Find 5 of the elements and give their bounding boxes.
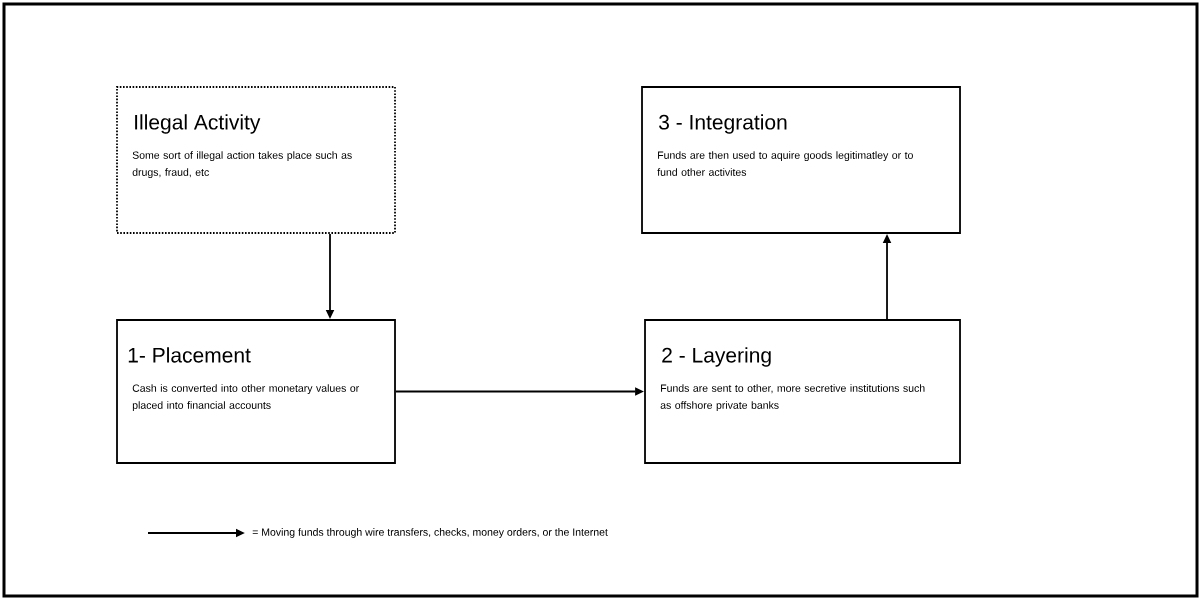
process-box: Illegal Activity Some sort of illegal action takes place such as drugs, fraud, etc (116, 86, 396, 234)
process-box: 3 - Integration Funds are then used to aquire goods legitimatley or to fund other activites (641, 86, 961, 234)
legend-text: = Moving funds through wire transfers, checks, money orders, or the Internet (252, 528, 608, 538)
process-box: 2 - Layering Funds are sent to other, more secretive institutions such as offshore private banks (644, 319, 961, 464)
process-box: 1- Placement Cash is converted into other monetary values or placed into financial accounts (116, 319, 396, 464)
